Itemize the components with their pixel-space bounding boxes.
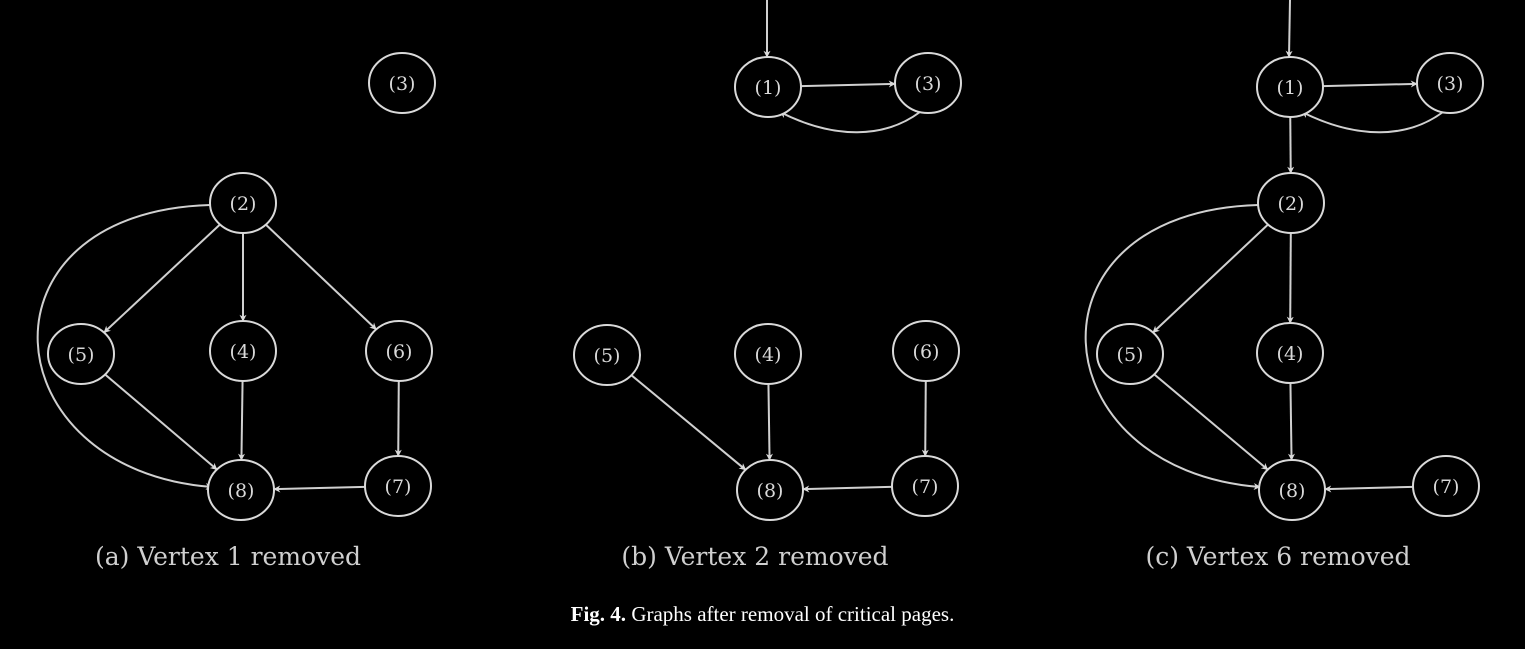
node-5-ellipse bbox=[47, 323, 115, 385]
figure-caption-text: Graphs after removal of critical pages. bbox=[631, 602, 955, 626]
edge-2-to-8 bbox=[1084, 204, 1261, 491]
node-1: (1) bbox=[734, 56, 802, 118]
node-6-ellipse bbox=[365, 320, 433, 382]
node-3-ellipse bbox=[368, 52, 436, 114]
edge-4-to-8 bbox=[1287, 382, 1295, 461]
node-2-ellipse bbox=[1257, 172, 1325, 234]
node-7-label: (7) bbox=[385, 476, 412, 498]
node-4-ellipse bbox=[209, 320, 277, 382]
edge-2-to-6 bbox=[265, 223, 377, 331]
node-8: (8) bbox=[736, 459, 804, 521]
edge-6-to-7 bbox=[921, 380, 929, 457]
node-3-label: (3) bbox=[915, 73, 942, 95]
panel-a: (3) (2) (5) (4) (6) (8) (7) (a) Vertex 1 remove… bbox=[36, 52, 436, 571]
panel-c: (1) (3) (2) (5) (4) (8) (7) (c) Vertex 6 remove… bbox=[1084, 0, 1484, 571]
node-7-ellipse bbox=[364, 455, 432, 517]
node-3-label: (3) bbox=[389, 73, 416, 95]
panel-caption-a: (a) Vertex 1 removed bbox=[95, 542, 361, 571]
edge-2-to-4 bbox=[1286, 232, 1294, 324]
node-5-ellipse bbox=[1096, 323, 1164, 385]
node-5-label: (5) bbox=[1117, 344, 1144, 366]
edge-7-to-8 bbox=[802, 485, 893, 493]
node-3-ellipse bbox=[1416, 52, 1484, 114]
node-4-ellipse bbox=[1256, 322, 1324, 384]
node-6-ellipse bbox=[892, 320, 960, 382]
node-7-ellipse bbox=[891, 455, 959, 517]
node-6-label: (6) bbox=[913, 341, 940, 363]
node-4: (4) bbox=[734, 323, 802, 385]
node-4-label: (4) bbox=[1277, 343, 1304, 365]
node-8-label: (8) bbox=[757, 480, 784, 502]
node-8-ellipse bbox=[207, 459, 275, 521]
edge-1-to-3 bbox=[800, 80, 896, 88]
node-1-ellipse bbox=[1256, 56, 1324, 118]
node-5-label: (5) bbox=[68, 344, 95, 366]
edge-5-to-8 bbox=[1153, 373, 1269, 471]
node-3: (3) bbox=[368, 52, 436, 114]
node-2: (2) bbox=[1257, 172, 1325, 234]
node-7: (7) bbox=[891, 455, 959, 517]
node-1-label: (1) bbox=[1277, 77, 1304, 99]
node-7-ellipse bbox=[1412, 455, 1480, 517]
node-4-label: (4) bbox=[230, 341, 257, 363]
node-8-ellipse bbox=[736, 459, 804, 521]
node-6: (6) bbox=[365, 320, 433, 382]
node-4: (4) bbox=[209, 320, 277, 382]
edge-2-to-8 bbox=[36, 204, 213, 491]
node-1-ellipse bbox=[734, 56, 802, 118]
panel-b: (1) (3) (5) (4) (6) (8) (7) (b) Vertex 2 remove… bbox=[573, 0, 962, 571]
panel-caption-c: (c) Vertex 6 removed bbox=[1145, 542, 1410, 571]
figure-caption: Fig. 4. Graphs after removal of critical… bbox=[0, 602, 1525, 627]
edge-3-to-1 bbox=[1301, 111, 1444, 134]
node-1-label: (1) bbox=[755, 77, 782, 99]
node-5: (5) bbox=[47, 323, 115, 385]
edge-5-to-8 bbox=[104, 373, 218, 471]
node-8-label: (8) bbox=[1279, 480, 1306, 502]
node-4-label: (4) bbox=[755, 344, 782, 366]
node-2-ellipse bbox=[209, 172, 277, 234]
node-5: (5) bbox=[1096, 323, 1164, 385]
node-6: (6) bbox=[892, 320, 960, 382]
node-2-label: (2) bbox=[1278, 193, 1305, 215]
node-6-label: (6) bbox=[386, 341, 413, 363]
node-2: (2) bbox=[209, 172, 277, 234]
node-7: (7) bbox=[1412, 455, 1480, 517]
node-7-label: (7) bbox=[912, 476, 939, 498]
edge-1-to-3 bbox=[1322, 80, 1418, 88]
panels: (3) (2) (5) (4) (6) (8) (7) (a) Vertex 1 remove… bbox=[36, 0, 1484, 571]
edge-3-to-1 bbox=[779, 111, 921, 134]
node-3: (3) bbox=[1416, 52, 1484, 114]
node-1: (1) bbox=[1256, 56, 1324, 118]
node-3-ellipse bbox=[894, 52, 962, 114]
edge-5-to-8 bbox=[630, 374, 747, 471]
node-3-label: (3) bbox=[1437, 73, 1464, 95]
edge-4-to-8 bbox=[765, 383, 773, 461]
node-8: (8) bbox=[1258, 459, 1326, 521]
panel-caption-b: (b) Vertex 2 removed bbox=[621, 542, 888, 571]
node-3: (3) bbox=[894, 52, 962, 114]
node-5: (5) bbox=[573, 324, 641, 386]
node-8: (8) bbox=[207, 459, 275, 521]
node-5-label: (5) bbox=[594, 345, 621, 367]
node-4: (4) bbox=[1256, 322, 1324, 384]
node-7: (7) bbox=[364, 455, 432, 517]
edge-entry-to-1 bbox=[1285, 0, 1293, 58]
edge-2-to-5 bbox=[1152, 223, 1269, 334]
edge-7-to-8 bbox=[1324, 485, 1414, 493]
edge-2-to-5 bbox=[103, 223, 221, 334]
node-4-ellipse bbox=[734, 323, 802, 385]
edge-7-to-8 bbox=[273, 485, 366, 493]
node-7-label: (7) bbox=[1433, 476, 1460, 498]
node-5-ellipse bbox=[573, 324, 641, 386]
node-8-label: (8) bbox=[228, 480, 255, 502]
edge-6-to-7 bbox=[394, 380, 402, 457]
node-8-ellipse bbox=[1258, 459, 1326, 521]
figure-caption-label: Fig. 4. bbox=[570, 602, 627, 626]
edge-4-to-8 bbox=[238, 380, 246, 461]
node-2-label: (2) bbox=[230, 193, 257, 215]
